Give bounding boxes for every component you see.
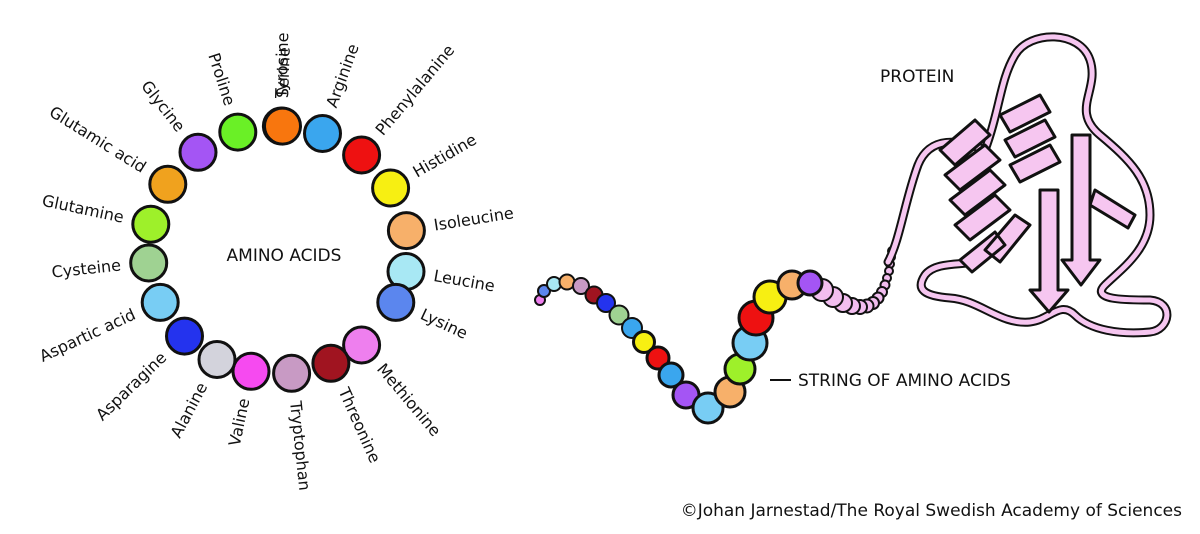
amino-acid-label: Phenylalanine [372, 41, 459, 139]
amino-acid-bead [140, 282, 180, 322]
amino-acid-label: Histidine [410, 130, 480, 182]
amino-acid-bead [386, 211, 426, 251]
string-coil-tail [810, 246, 897, 315]
protein-label: PROTEIN [880, 67, 954, 87]
amino-acid-bead [148, 164, 188, 204]
amino-acids-title: AMINO ACIDS [227, 246, 342, 266]
amino-acid-bead [376, 282, 416, 322]
amino-acid-bead [165, 316, 204, 356]
string-bead [537, 284, 551, 298]
amino-acid-label: Threonine [334, 384, 384, 466]
protein-ribbon [883, 32, 1172, 338]
protein-strand-1 [1028, 188, 1070, 314]
amino-acid-label: Aspartic acid [36, 305, 138, 366]
string-bead [691, 391, 725, 425]
amino-acid-label: Isoleucine [432, 203, 514, 234]
amino-acid-bead [218, 112, 258, 152]
amino-acid-bead [231, 351, 271, 391]
string-bead [796, 269, 824, 297]
string-bead [645, 345, 671, 371]
protein-helix-middle [998, 93, 1062, 184]
amino-acid-bead [129, 243, 169, 283]
amino-acid-label: Cysteine [51, 255, 122, 281]
protein-helix-front [958, 213, 1032, 274]
amino-acid-label: Leucine [432, 266, 496, 295]
amino-acid-label: Arginine [322, 41, 363, 110]
image-credit: ©Johan Jarnestad/The Royal Swedish Acade… [681, 501, 1182, 521]
amino-acid-label: Valine [225, 397, 254, 448]
amino-acid-label: Tryptophan [286, 399, 314, 491]
amino-acid-label: Serine [273, 47, 294, 99]
protein-strand-2 [1060, 133, 1102, 287]
amino-acid-label: Glutamic acid [46, 102, 150, 177]
amino-acid-string [534, 269, 824, 425]
amino-acid-bead [371, 168, 411, 208]
amino-acid-label: Glycine [137, 77, 189, 136]
amino-acid-bead [197, 340, 237, 379]
amino-acid-bead [178, 132, 218, 172]
string-bead [632, 330, 656, 354]
amino-acid-bead [131, 204, 171, 244]
amino-acid-bead [311, 343, 351, 383]
amino-acid-label: Methionine [373, 360, 445, 440]
amino-acid-label: Alanine [166, 379, 211, 441]
string-of-amino-acids-label: STRING OF AMINO ACIDS [798, 371, 1011, 391]
string-bead [608, 304, 630, 326]
string-bead [596, 293, 616, 313]
protein-helix-left [938, 118, 1012, 242]
amino-acid-label: Glutamine [40, 191, 125, 227]
amino-acid-bead [303, 114, 342, 153]
amino-acid-bead [272, 353, 312, 393]
string-bead [572, 277, 590, 295]
amino-acid-bead [342, 135, 382, 175]
string-bead [657, 361, 685, 389]
amino-acid-label: Tyrosine [272, 32, 293, 99]
amino-acid-bead [342, 325, 382, 365]
protein-outer-loop-fill [885, 34, 1170, 336]
amino-acid-bead [263, 106, 302, 146]
amino-acid-label: Proline [204, 51, 239, 108]
amino-acid-label: Lysine [418, 305, 471, 343]
amino-acid-label: Asparagine [92, 348, 170, 424]
protein-turn [1088, 188, 1137, 230]
